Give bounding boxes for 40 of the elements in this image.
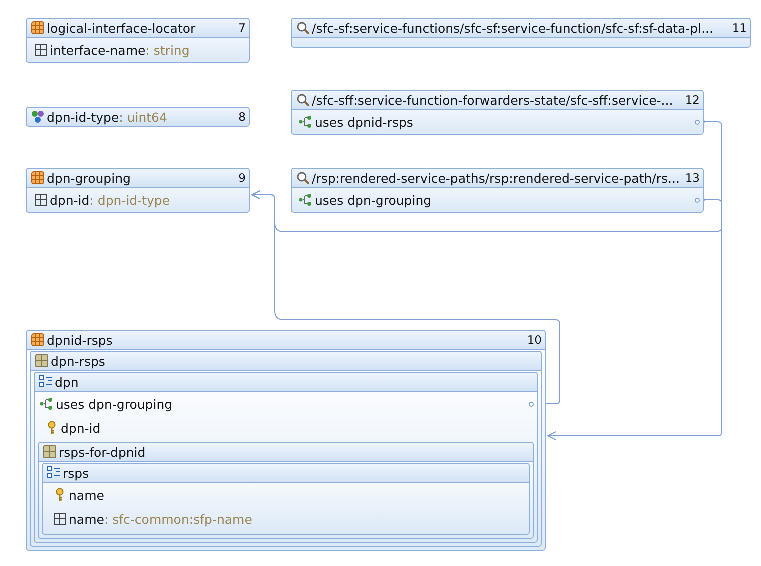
field-name: uses dpn-grouping bbox=[56, 396, 173, 412]
field-name: name bbox=[69, 512, 104, 526]
class-box bbox=[26, 168, 250, 213]
field-type: : string bbox=[146, 42, 190, 58]
field-name: uses dpn-grouping bbox=[315, 192, 432, 208]
field-name: dpn-id bbox=[50, 192, 90, 208]
box-number: 8 bbox=[238, 110, 246, 124]
class-box bbox=[291, 90, 704, 135]
class-box bbox=[38, 442, 534, 539]
box-title: dpn-grouping bbox=[47, 170, 131, 186]
class-box bbox=[42, 463, 530, 535]
box-title: /rsp:rendered-service-paths/rsp:rendered-service-path/rs... bbox=[312, 170, 680, 186]
box-title: rsps bbox=[63, 466, 90, 480]
box-title: /sfc-sff:service-function-forwarders-state/sfc-sff:service-... bbox=[312, 92, 674, 108]
field-name: uses dpnid-rsps bbox=[315, 114, 414, 130]
class-box bbox=[291, 18, 751, 48]
box-title: logical-interface-locator bbox=[47, 20, 196, 36]
connector-arrow bbox=[547, 120, 722, 441]
class-box bbox=[291, 168, 704, 213]
box-title: dpn-id-type bbox=[47, 110, 120, 124]
field-type: : sfc-common:sfp-name bbox=[104, 512, 252, 526]
field-name: name bbox=[69, 488, 104, 502]
box-number: 10 bbox=[526, 333, 542, 347]
box-number: 11 bbox=[731, 21, 747, 35]
box-number: 9 bbox=[238, 171, 246, 185]
box-number: 13 bbox=[684, 171, 700, 185]
box-title: rsps-for-dpnid bbox=[59, 444, 146, 460]
field-name: dpn-id bbox=[61, 420, 101, 436]
box-number: 12 bbox=[684, 93, 700, 107]
box-title: dpn bbox=[55, 374, 79, 390]
box-title: /sfc-sf:service-functions/sfc-sf:service-function/sfc-sf:sf-data-pl... bbox=[312, 20, 714, 36]
type-label: : uint64 bbox=[119, 110, 168, 124]
field-name: interface-name bbox=[50, 42, 146, 58]
class-box bbox=[26, 18, 250, 63]
box-number: 7 bbox=[238, 21, 246, 35]
connector-arrow bbox=[251, 190, 560, 406]
field-type: : dpn-id-type bbox=[90, 192, 170, 208]
box-title: dpn-rsps bbox=[51, 354, 106, 368]
box-title: dpnid-rsps bbox=[47, 332, 113, 348]
class-box bbox=[26, 107, 250, 127]
